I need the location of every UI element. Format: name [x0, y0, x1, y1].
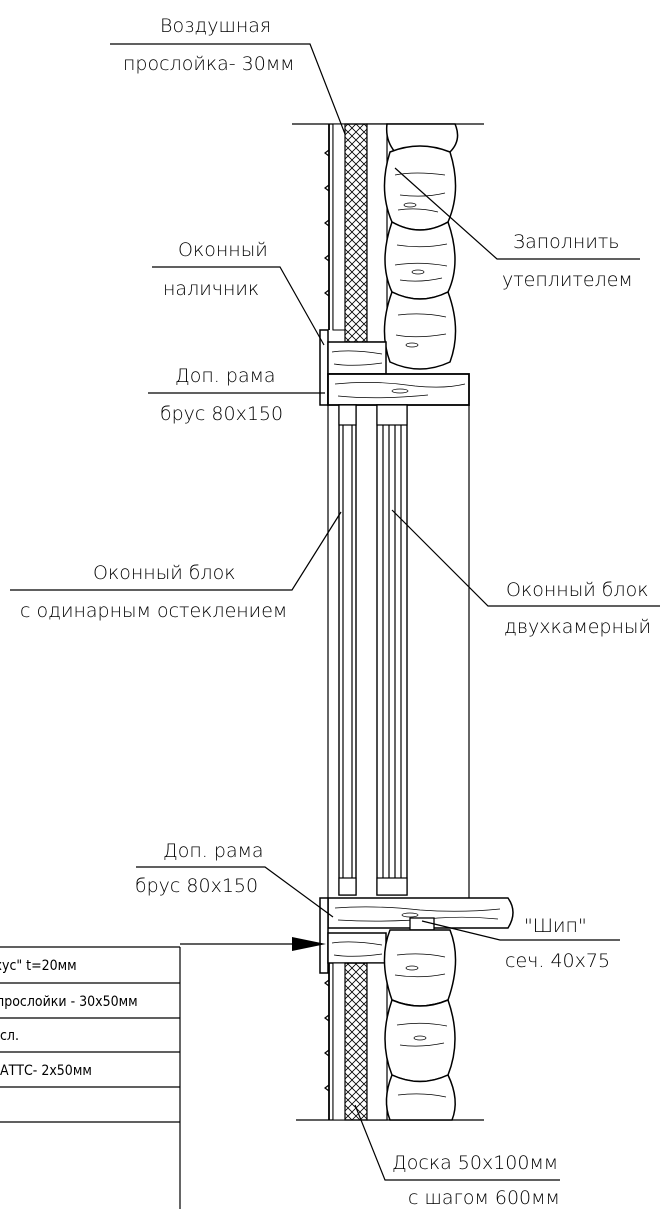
- label-single-glazing-line1: Оконный блок: [93, 562, 235, 584]
- label-tenon-line1: "Шип": [524, 915, 587, 937]
- wall-top: [292, 123, 484, 370]
- insulation-bottom: [344, 962, 368, 1121]
- extra-frame-beam-bottom: [327, 897, 514, 929]
- label-extra-frame-bottom-line2: брус 80х150: [135, 875, 258, 897]
- logs-top: [383, 123, 459, 370]
- label-double-chamber-line2: двухкамерный: [504, 616, 651, 638]
- label-single-glazing-line2: с одинарным остеклением: [20, 600, 287, 622]
- leader-lines: [10, 43, 660, 1181]
- label-extra-frame-bottom-line1: Доп. рама: [163, 840, 264, 862]
- single-glazing-block: [338, 404, 357, 896]
- label-fill-insulation-line1: Заполнить: [513, 231, 620, 253]
- logs-bottom: [383, 929, 457, 1121]
- label-extra-frame-top-line1: Доп. рама: [175, 365, 276, 387]
- siding-bottom: [324, 963, 334, 1120]
- label-window-trim-line1: Оконный: [178, 239, 268, 261]
- label-window-trim-line2: наличник: [163, 278, 259, 300]
- layers-table-row-1: ...-хус" t=20мм: [0, 958, 77, 974]
- label-double-chamber-line1: Оконный блок: [506, 579, 648, 601]
- label-air-gap-line2: прослойка- 30мм: [123, 53, 295, 75]
- wall-bottom: [296, 929, 484, 1121]
- trim-bar-top: [327, 341, 387, 375]
- layers-table: ...-хус" t=20мм ... прослойки - 30х50мм …: [0, 946, 181, 1209]
- label-tenon-line2: сеч. 40х75: [505, 950, 610, 972]
- layers-table-row-3: ...сл.: [0, 1028, 19, 1044]
- window-top-frame: [319, 329, 470, 406]
- extra-frame-beam-top: [327, 373, 470, 406]
- double-chamber-block: [376, 404, 408, 896]
- label-extra-frame-top-line2: брус 80х150: [160, 403, 283, 425]
- air-gap-top: [332, 123, 346, 331]
- label-air-gap-line1: Воздушная: [160, 15, 271, 37]
- window-trim-bottom: [319, 897, 329, 974]
- tenon: [409, 917, 435, 931]
- insulation-top: [344, 123, 368, 343]
- label-board-line1: Доска 50х100мм: [392, 1152, 558, 1174]
- layers-table-row-2: ... прослойки - 30х50мм: [0, 994, 138, 1010]
- layers-table-row-4: ...АТТС- 2х50мм: [0, 1063, 92, 1079]
- air-gap-bottom: [332, 962, 346, 1121]
- label-fill-insulation-line2: утеплителем: [502, 269, 633, 291]
- window-blocks: [327, 404, 470, 900]
- window-bottom-frame: [319, 897, 514, 974]
- siding-top: [324, 124, 334, 330]
- label-board-line2: с шагом 600мм: [408, 1187, 560, 1209]
